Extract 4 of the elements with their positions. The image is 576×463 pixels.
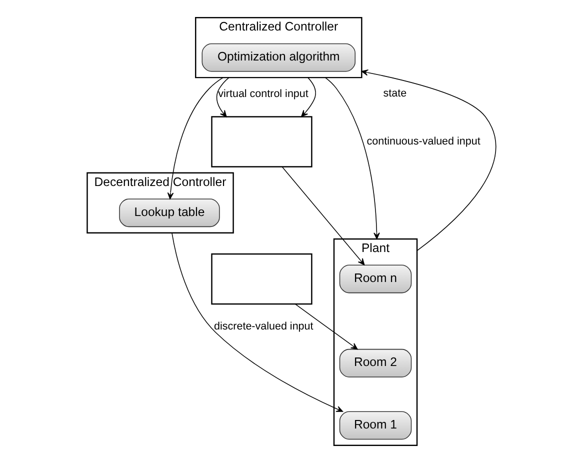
edge-label: virtual control input — [218, 88, 308, 100]
edge-label: discrete-valued input — [214, 320, 313, 332]
edge-label: state — [382, 88, 406, 100]
edge-label: continuous-valued input — [366, 136, 480, 148]
